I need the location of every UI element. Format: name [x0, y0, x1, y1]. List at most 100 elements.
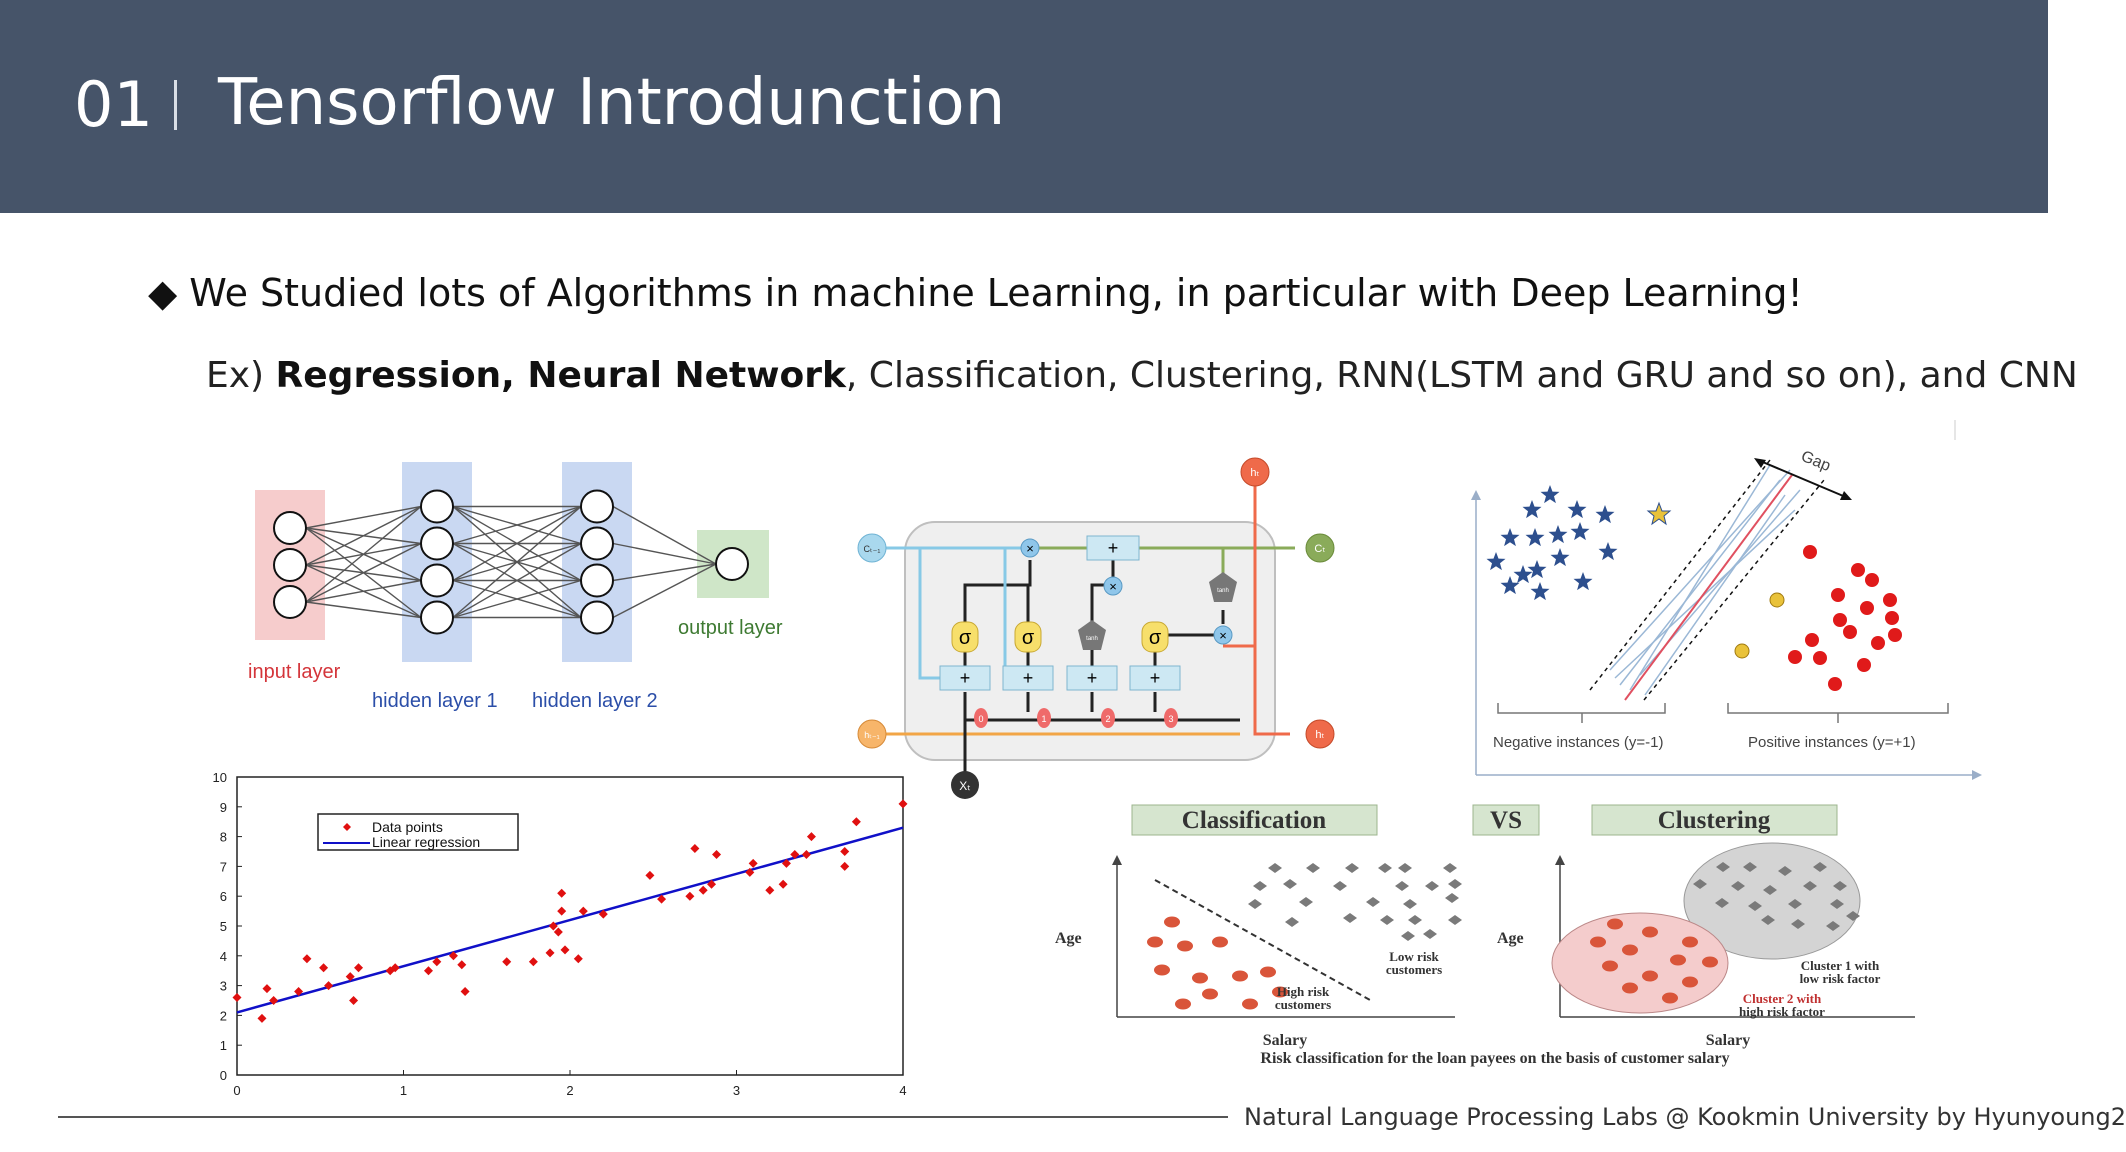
- salary-label-right: Salary: [1706, 1032, 1750, 1049]
- positive-dot: [1851, 563, 1865, 577]
- nn-edge: [452, 579, 582, 619]
- low-risk-point: [1748, 901, 1762, 911]
- x-tick-label: 1: [400, 1083, 407, 1098]
- negative-star: [1570, 522, 1590, 541]
- y-tick-label: 5: [220, 919, 227, 934]
- regression-line-series: [236, 826, 904, 1014]
- nn-edge: [452, 505, 582, 619]
- regression-line: [236, 826, 904, 1014]
- svg-text:Cₜ₋₁: Cₜ₋₁: [864, 544, 881, 554]
- low-risk-point: [1248, 899, 1262, 909]
- svm-line: [1629, 464, 1771, 691]
- nn-edge: [612, 563, 717, 582]
- negative-star: [1500, 576, 1520, 595]
- low-risk-point: [1778, 866, 1792, 876]
- positive-dot: [1788, 650, 1802, 664]
- nn-node-l1-2: [420, 563, 454, 598]
- gap-label: Gap: [1799, 448, 1834, 475]
- nn-connections: [305, 505, 717, 619]
- svg-text:+: +: [1087, 668, 1098, 688]
- data-points-series: [232, 799, 908, 1023]
- data-point: [790, 849, 800, 859]
- c-prev-node: [857, 533, 887, 563]
- sum-box-0: [939, 665, 991, 691]
- data-point: [707, 879, 717, 889]
- cluster-1-region: [1683, 842, 1861, 960]
- nn-edge: [305, 505, 422, 603]
- x-tick-label: 4: [899, 1083, 906, 1098]
- nn-edge: [305, 542, 422, 603]
- cluster1-label-1: Cluster 1 with: [1801, 958, 1880, 973]
- low-risk-point: [1846, 911, 1860, 921]
- nn-edge: [452, 505, 582, 582]
- x-input-node: [951, 771, 979, 799]
- data-point: [423, 966, 433, 976]
- low-risk-point: [1268, 863, 1282, 873]
- h-top-node: [1240, 457, 1270, 487]
- svg-text:tanh: tanh: [1086, 636, 1098, 642]
- cell-sum-box: [1086, 535, 1140, 561]
- y-tick-label: 7: [220, 859, 227, 874]
- high-risk-point: [1590, 936, 1606, 948]
- data-point: [257, 1013, 267, 1023]
- example-prefix: Ex): [206, 355, 276, 396]
- positive-dot: [1857, 658, 1871, 672]
- low-risk-point: [1366, 897, 1380, 907]
- negative-star: [1500, 528, 1520, 547]
- positive-dot: [1888, 628, 1902, 642]
- classification-title-box: [1131, 804, 1378, 836]
- data-point: [502, 957, 512, 967]
- low-risk-point: [1803, 881, 1817, 891]
- high-risk-point: [1702, 956, 1718, 968]
- high-risk-point: [1147, 936, 1163, 948]
- data-point: [557, 906, 567, 916]
- positive-dot: [1833, 613, 1847, 627]
- data-point: [801, 849, 811, 859]
- y-tick-label: 3: [220, 979, 227, 994]
- nn-edge: [305, 579, 422, 603]
- footer-credit: Natural Language Processing Labs @ Kookm…: [1244, 1103, 2126, 1131]
- bias-markers: 0 1 2 3: [974, 708, 1178, 728]
- positive-dot: [1805, 633, 1819, 647]
- data-point: [432, 957, 442, 967]
- cluster-2-region: [1551, 912, 1729, 1014]
- low-risk-point: [1788, 899, 1802, 909]
- svm-line: [1619, 479, 1781, 686]
- bullet-point: ◆We Studied lots of Algorithms in machin…: [148, 270, 1803, 316]
- svg-text:tanh: tanh: [1217, 588, 1229, 594]
- svm-candidate-lines: [1589, 459, 1825, 701]
- positive-dot: [1803, 545, 1817, 559]
- negative-star: [1522, 500, 1542, 519]
- high-risk-point: [1154, 964, 1170, 976]
- x-tick-label: 0: [233, 1083, 240, 1098]
- nn-node-l2-3: [580, 600, 614, 635]
- x-tick-label: 2: [566, 1083, 573, 1098]
- forget-multiply: [1020, 538, 1040, 558]
- nn-node-l2-1: [580, 526, 614, 561]
- positive-dot: [1813, 651, 1827, 665]
- chart-legend: Data points Linear regression: [317, 813, 519, 851]
- low-risk-point: [1423, 929, 1437, 939]
- positive-dot: [1865, 573, 1879, 587]
- data-point: [553, 927, 563, 937]
- low-risk-point: [1253, 881, 1267, 891]
- x-tick-label: 3: [733, 1083, 740, 1098]
- data-point: [354, 963, 364, 973]
- low-risk-point: [1791, 919, 1805, 929]
- negative-star: [1595, 505, 1615, 524]
- svg-text:σ: σ: [1022, 627, 1035, 649]
- neural-network-diagram: input layer hidden layer 1 hidden layer …: [248, 462, 783, 712]
- classification-title: Classification: [1182, 807, 1327, 834]
- y-tick-label: 4: [220, 949, 227, 964]
- high-risk-point: [1242, 998, 1258, 1010]
- hidden-layer-2-label: hidden layer 2: [532, 690, 658, 712]
- data-point: [578, 906, 588, 916]
- y-tick-label: 9: [220, 800, 227, 815]
- salary-label-left: Salary: [1263, 1032, 1307, 1049]
- example-line: Ex) Regression, Neural Network, Classifi…: [206, 354, 2078, 398]
- output-multiply: [1213, 625, 1233, 645]
- h-out-node: [1305, 719, 1335, 749]
- low-risk-point: [1445, 893, 1459, 903]
- data-point: [457, 960, 467, 970]
